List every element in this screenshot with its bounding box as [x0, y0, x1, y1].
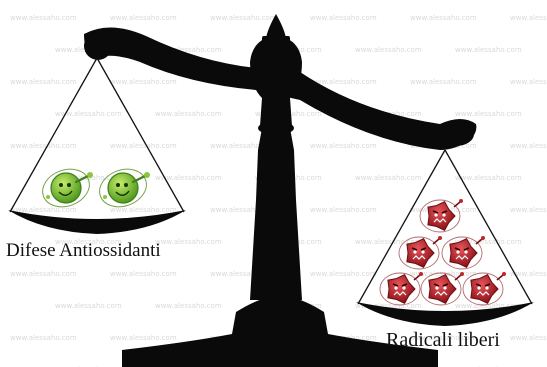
beam-left-knob — [84, 32, 112, 60]
watermark-text: www.alessaho.com — [455, 174, 522, 182]
watermark-text: www.alessaho.com — [510, 14, 547, 22]
free-radicals-label: Radicali liberi — [386, 329, 500, 352]
free-radical-molecule — [399, 236, 442, 269]
watermark-text: www.alessaho.com — [410, 14, 477, 22]
watermark-text: www.alessaho.com — [110, 334, 177, 342]
watermark-text: www.alessaho.com — [510, 334, 547, 342]
watermark-text: www.alessaho.com — [110, 14, 177, 22]
watermark-text: www.alessaho.com — [510, 142, 547, 150]
free-radical-molecule — [463, 272, 506, 305]
watermark-text: www.alessaho.com — [10, 14, 77, 22]
watermark-text: www.alessaho.com — [155, 302, 222, 310]
pivot-ring — [262, 36, 290, 42]
watermark-text: www.alessaho.com — [455, 110, 522, 118]
watermark-text: www.alessaho.com — [10, 142, 77, 150]
watermark-text: www.alessaho.com — [10, 334, 77, 342]
beam-right-knob — [438, 122, 474, 146]
watermark-text: www.alessaho.com — [355, 174, 422, 182]
watermark-text: www.alessaho.com — [310, 270, 377, 278]
watermark-text: www.alessaho.com — [10, 270, 77, 278]
watermark-text: www.alessaho.com — [310, 142, 377, 150]
watermark-text: www.alessaho.com — [110, 270, 177, 278]
free-radical-molecule — [442, 236, 485, 269]
watermark-text: www.alessaho.com — [110, 78, 177, 86]
free-radical-molecule — [420, 199, 463, 232]
watermark-text: www.alessaho.com — [355, 46, 422, 54]
free-radical-molecule — [380, 272, 423, 305]
scale-column — [250, 124, 302, 300]
free-radical-molecule — [421, 272, 464, 305]
watermark-text: www.alessaho.com — [310, 206, 377, 214]
watermark-text: www.alessaho.com — [510, 78, 547, 86]
antioxidant-defenses-label: Difese Antiossidanti — [6, 240, 161, 262]
watermark-text: www.alessaho.com — [455, 46, 522, 54]
watermark-text: www.alessaho.com — [155, 238, 222, 246]
watermark-text: www.alessaho.com — [310, 14, 377, 22]
watermark-text: www.alessaho.com — [155, 110, 222, 118]
watermark-text: www.alessaho.com — [110, 142, 177, 150]
watermark-text: www.alessaho.com — [210, 14, 277, 22]
watermark-text: www.alessaho.com — [410, 78, 477, 86]
watermark-text: www.alessaho.com — [10, 78, 77, 86]
free-radical-group — [380, 199, 506, 305]
watermark-text: www.alessaho.com — [510, 206, 547, 214]
watermark-text: www.alessaho.com — [55, 302, 122, 310]
